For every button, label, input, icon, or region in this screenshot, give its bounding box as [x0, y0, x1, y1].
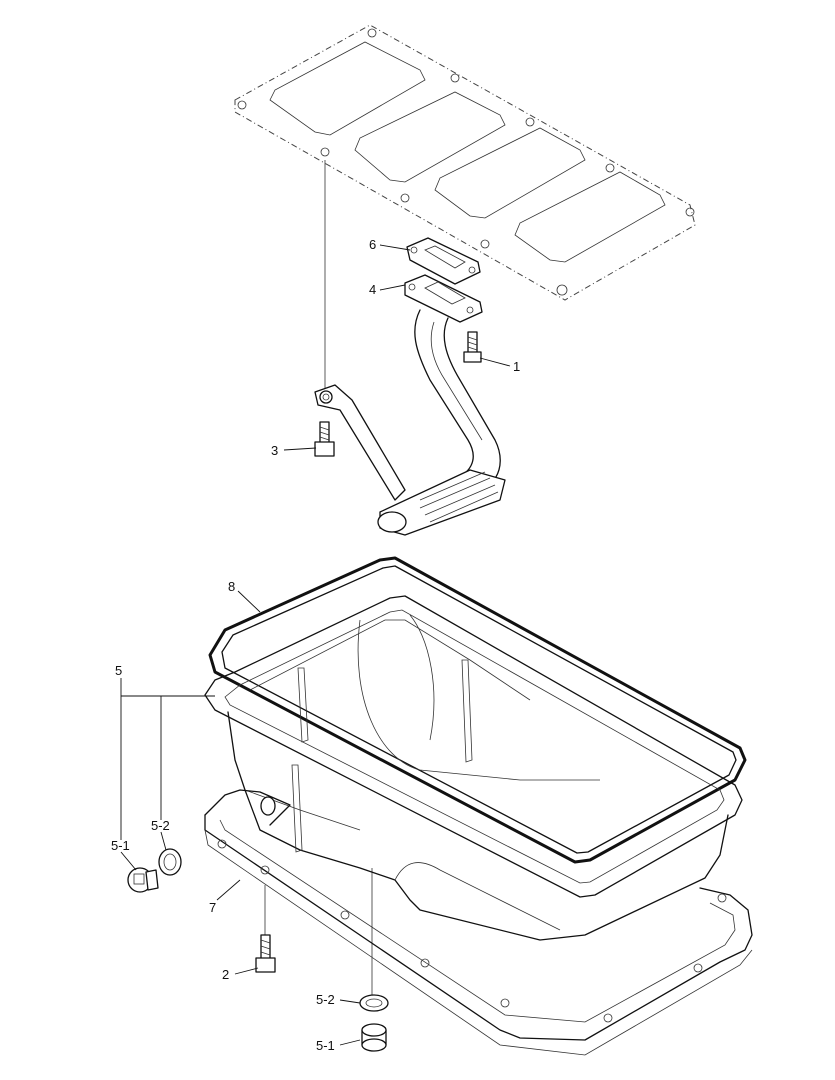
side-drain-washer — [158, 848, 182, 876]
bottom-drain-washer — [359, 994, 389, 1012]
callout-5-2-side: 5-2 — [151, 818, 170, 833]
oil-strainer — [314, 274, 506, 536]
callout-8: 8 — [228, 579, 235, 594]
oil-pan-seal — [208, 556, 747, 864]
callout-7: 7 — [209, 900, 216, 915]
callout-5-1-bottom: 5-1 — [316, 1038, 335, 1053]
callout-3: 3 — [271, 443, 278, 458]
callout-5: 5 — [115, 663, 122, 678]
cylinder-block-mating-surface — [234, 24, 696, 301]
bottom-drain-plug — [361, 1023, 387, 1052]
callout-5-2-bottom: 5-2 — [316, 992, 335, 1007]
strainer-gasket — [406, 237, 481, 285]
lower-pan-baffle — [204, 789, 753, 1056]
side-drain-plug — [127, 867, 159, 893]
callout-1: 1 — [513, 359, 520, 374]
bracket-bolt — [314, 421, 335, 457]
leader-lines — [120, 244, 511, 1046]
oil-pan — [204, 595, 743, 941]
oil-pan-bolt — [255, 885, 276, 973]
strainer-bolt — [463, 331, 482, 363]
callout-2: 2 — [222, 967, 229, 982]
callout-6: 6 — [369, 237, 376, 252]
callout-4: 4 — [369, 282, 376, 297]
callout-5-1-side: 5-1 — [111, 838, 130, 853]
